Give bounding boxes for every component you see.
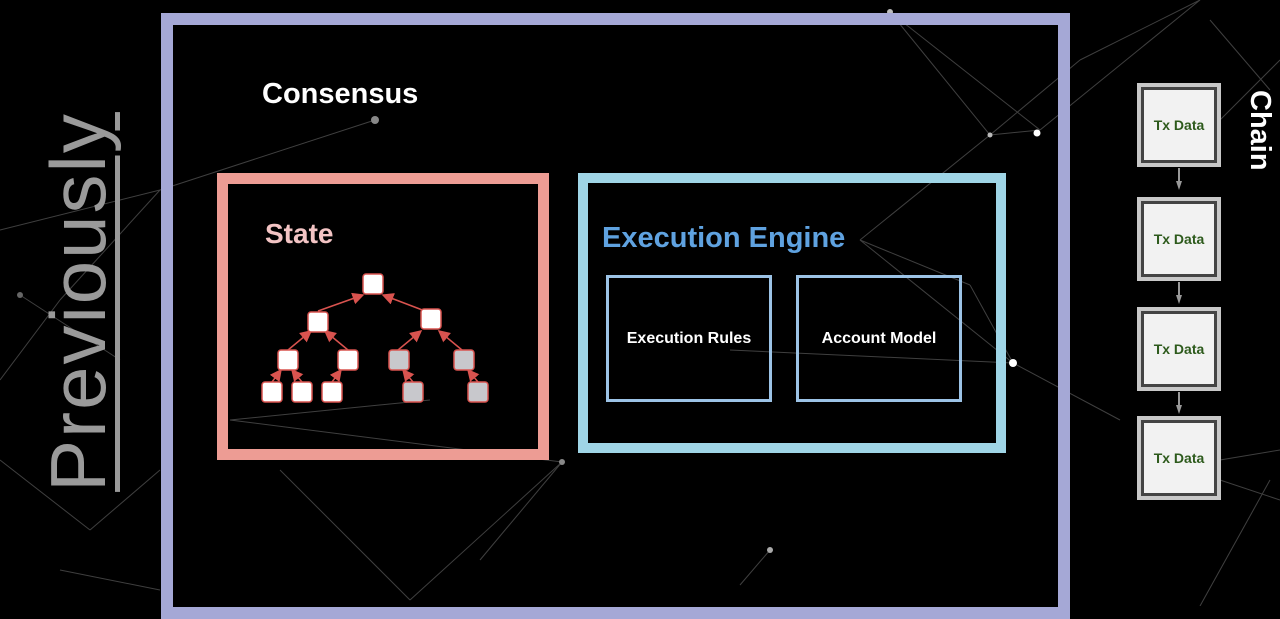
execution-rules-box: Execution Rules [606, 275, 772, 402]
account-model-box: Account Model [796, 275, 962, 402]
tree-edge [329, 368, 342, 383]
chain-label: Chain [1244, 90, 1276, 171]
previously-title: Previously [34, 112, 122, 492]
tree-node [291, 381, 313, 403]
tree-edge [437, 330, 463, 351]
tree-edge [381, 293, 426, 312]
tree-node [467, 381, 489, 403]
tree-edge [291, 368, 304, 383]
tree-node [321, 381, 343, 403]
tree-edge [323, 330, 349, 351]
tx-block: Tx Data [1137, 83, 1221, 167]
execution-engine-box [578, 173, 1006, 453]
tree-node [453, 349, 475, 371]
execution-engine-label: Execution Engine [602, 222, 846, 254]
tree-node [362, 273, 384, 295]
tree-node [277, 349, 299, 371]
tree-edge [397, 330, 423, 351]
chain-arrow-icon [1176, 168, 1182, 190]
network-background [0, 0, 1280, 606]
tx-block: Tx Data [1137, 197, 1221, 281]
tx-block-label: Tx Data [1141, 87, 1217, 163]
tree-node [261, 381, 283, 403]
tree-node [307, 311, 329, 333]
consensus-label: Consensus [262, 78, 419, 110]
tx-block-label: Tx Data [1141, 420, 1217, 496]
tree-edge [269, 368, 282, 383]
tree-edge [467, 368, 480, 383]
chain-arrow-icon [1176, 282, 1182, 304]
tree-node [337, 349, 359, 371]
tree-node [388, 349, 410, 371]
state-box [217, 173, 549, 460]
tx-block: Tx Data [1137, 416, 1221, 500]
state-tree-diagram [261, 273, 489, 403]
tx-block-label: Tx Data [1141, 311, 1217, 387]
tree-edge [402, 368, 415, 383]
chain-arrow-icon [1176, 392, 1182, 414]
tree-node [402, 381, 424, 403]
tree-edge [287, 330, 313, 351]
tree-edge [317, 292, 365, 312]
tx-block: Tx Data [1137, 307, 1221, 391]
state-label: State [265, 218, 334, 249]
tx-block-label: Tx Data [1141, 201, 1217, 277]
tree-node [420, 308, 442, 330]
